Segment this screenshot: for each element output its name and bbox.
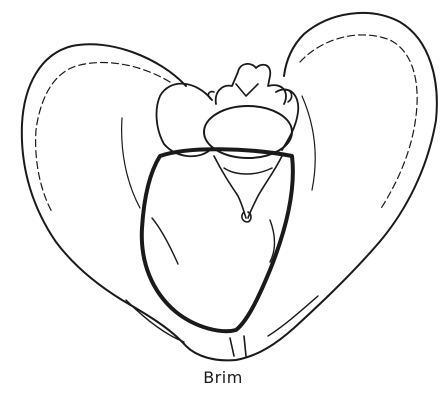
left-sacral-ala	[157, 84, 212, 157]
right-iliac-crest	[300, 35, 417, 210]
sacrum	[214, 156, 282, 218]
inner-ilium-contour	[152, 218, 178, 264]
figure-caption: Brim	[0, 368, 446, 387]
pelvis-outline	[22, 13, 437, 360]
spinous-process	[236, 84, 258, 96]
pubic-symphysis	[230, 336, 246, 356]
vertebral-arch	[216, 64, 286, 104]
left-articular-facet	[208, 92, 214, 100]
sacral-ridge	[224, 168, 272, 174]
left-iliac-crest	[36, 63, 170, 212]
left-fossa-line	[122, 118, 140, 208]
right-fossa-line	[302, 96, 315, 190]
